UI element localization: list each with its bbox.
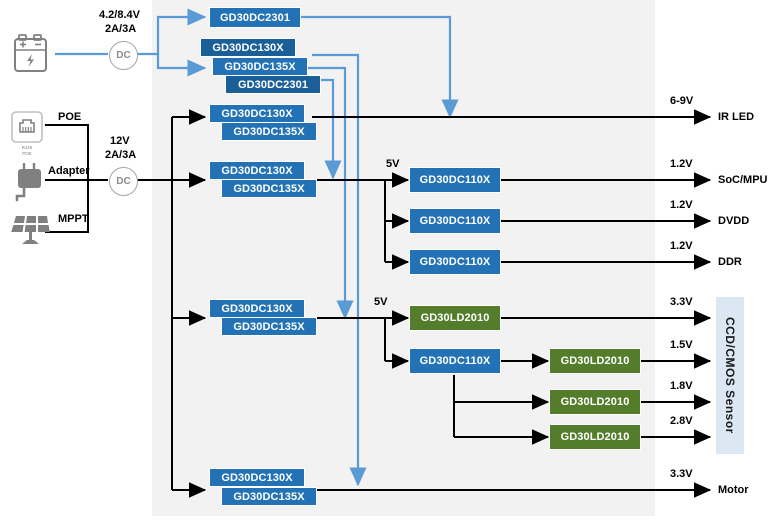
main-rail-current: 2A/3A — [105, 149, 137, 161]
battery-rail-current: 2A/3A — [105, 23, 137, 35]
battery-icon — [10, 28, 52, 83]
part-core-gd30dc135x[interactable]: GD30DC135X — [221, 179, 317, 198]
main-input-wires — [45, 124, 108, 233]
sensor-ldo-output-wires — [640, 353, 712, 445]
part-core-gd30dc130x[interactable]: GD30DC130X — [209, 161, 305, 180]
core-5v-rail-wires — [312, 172, 410, 270]
sensor-5v-rail-wires — [312, 310, 410, 369]
load-block-ccd-cmos-sensor: CCD/CMOS Sensor — [716, 297, 744, 454]
part-charger-gd30dc2301[interactable]: GD30DC2301 — [209, 7, 301, 28]
regulator-ccd-3v3[interactable]: GD30LD2010 — [409, 305, 501, 331]
power-adapter-icon — [10, 160, 50, 209]
rail-label-core-5v: 5V — [386, 158, 400, 170]
output-voltage-ccd33: 3.3V — [670, 296, 693, 308]
output-voltage-ccd18: 1.8V — [670, 380, 693, 392]
output-voltage-dvdd: 1.2V — [670, 199, 693, 211]
part-irled-gd30dc130x[interactable]: GD30DC130X — [209, 104, 305, 123]
regulator-dvdd[interactable]: GD30DC110X — [409, 208, 501, 234]
sensor-ldo-feed-wires — [453, 353, 550, 445]
load-label-motor: Motor — [718, 484, 749, 496]
output-voltage-socmpu: 1.2V — [670, 158, 693, 170]
load-label-dvdd: DVDD — [718, 215, 750, 227]
regulator-sensor-buck[interactable]: GD30DC110X — [409, 348, 501, 374]
regulator-ddr[interactable]: GD30DC110X — [409, 249, 501, 275]
dc-converter-battery: DC — [109, 41, 138, 70]
dc-converter-main: DC — [109, 167, 138, 196]
part-sensor-gd30dc135x[interactable]: GD30DC135X — [221, 317, 317, 336]
battery-rail-voltage: 4.2/8.4V — [99, 9, 140, 21]
part-sensor-gd30dc130x[interactable]: GD30DC130X — [209, 299, 305, 318]
core-output-wires — [500, 172, 712, 270]
output-voltage-ddr: 1.2V — [670, 240, 693, 252]
part-irled-gd30dc135x[interactable]: GD30DC135X — [221, 122, 317, 141]
solar-panel-icon — [10, 208, 52, 255]
charger-to-irled-control-wire — [300, 15, 459, 119]
rj45-port-icon — [10, 110, 44, 149]
source-label-adapter: Adapter — [48, 165, 90, 177]
output-voltage-irled: 6-9V — [670, 95, 694, 107]
load-label-ddr: DDR — [718, 256, 742, 268]
regulator-ccd-1v8[interactable]: GD30LD2010 — [549, 389, 641, 415]
output-voltage-ccd15: 1.5V — [670, 339, 693, 351]
rail-label-sensor-5v: 5V — [374, 296, 388, 308]
part-motor-gd30dc130x[interactable]: GD30DC130X — [209, 468, 305, 487]
battery-branch-wires — [136, 8, 207, 77]
source-label-mppt: MPPT — [58, 213, 89, 225]
part-batmgmt-gd30dc130x[interactable]: GD30DC130X — [200, 38, 296, 57]
regulator-ccd-2v8[interactable]: GD30LD2010 — [549, 424, 641, 450]
part-motor-gd30dc135x[interactable]: GD30DC135X — [221, 487, 317, 506]
load-label-socmpu: SoC/MPU — [718, 174, 768, 186]
regulator-ccd-1v5[interactable]: GD30LD2010 — [549, 348, 641, 374]
regulator-socmpu[interactable]: GD30DC110X — [409, 167, 501, 193]
part-batmgmt-gd30dc2301[interactable]: GD30DC2301 — [225, 75, 321, 94]
output-voltage-ccd28: 2.8V — [670, 415, 693, 427]
output-voltage-motor: 3.3V — [670, 468, 693, 480]
source-label-poe: POE — [58, 111, 82, 123]
part-batmgmt-gd30dc135x[interactable]: GD30DC135X — [212, 57, 308, 76]
main-rail-voltage: 12V — [110, 135, 130, 147]
12v-distribution-bus — [136, 109, 207, 498]
load-label-irled: IR LED — [718, 111, 755, 123]
